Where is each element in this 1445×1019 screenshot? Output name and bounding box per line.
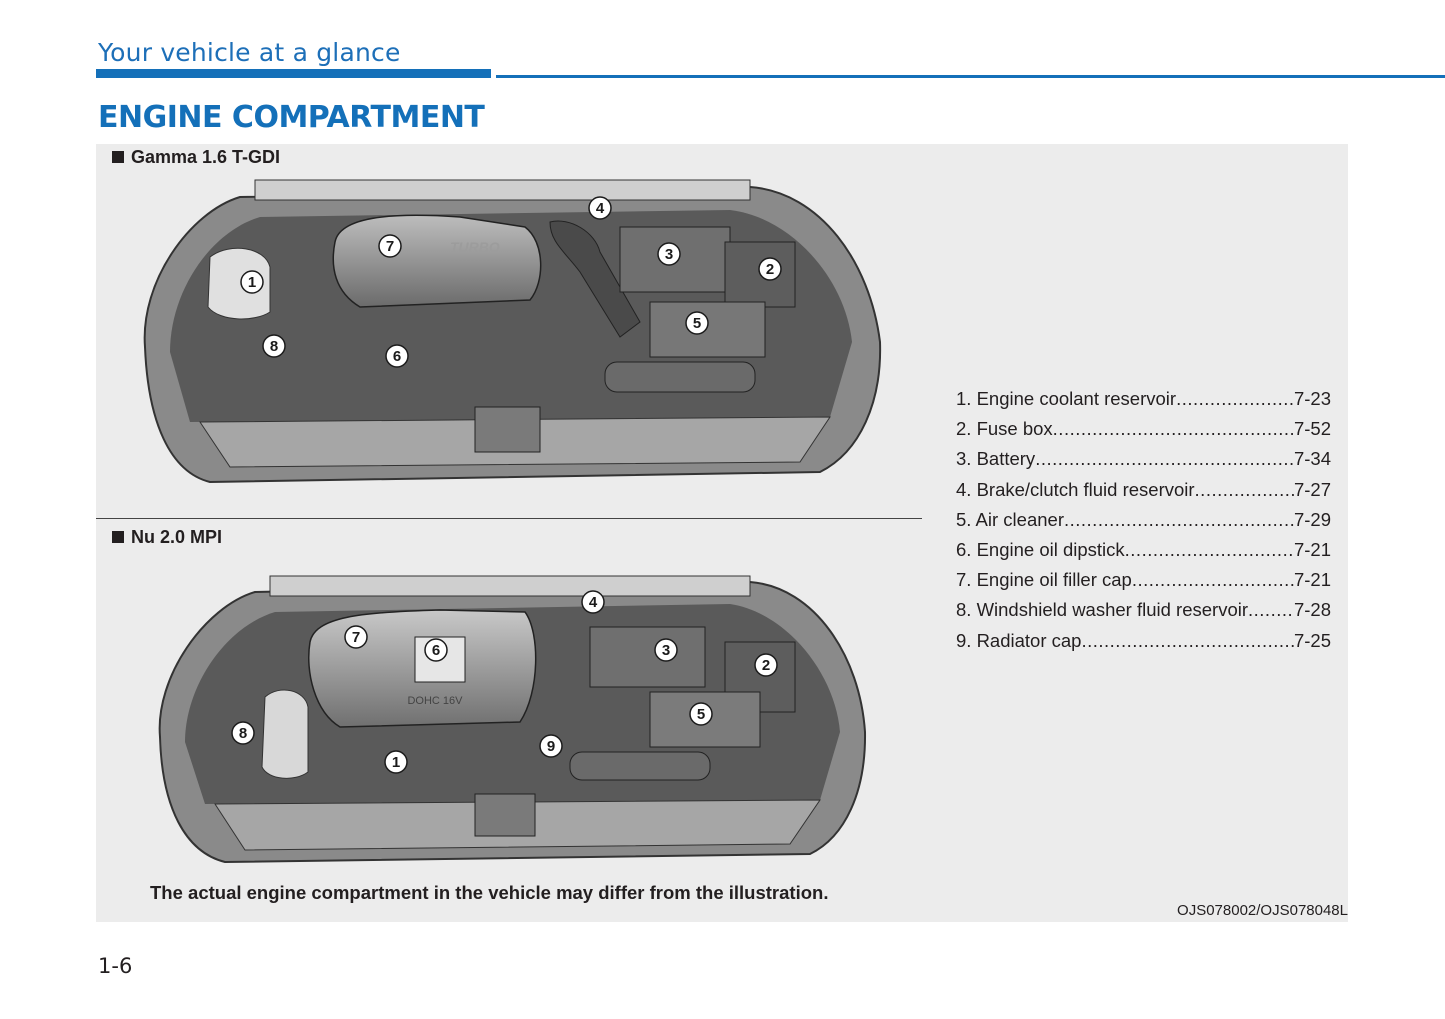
- callout-3: 3: [654, 638, 678, 662]
- engine-label-text: Gamma 1.6 T-GDI: [131, 147, 281, 167]
- image-code: OJS078002/OJS078048L: [1177, 902, 1348, 919]
- legend-item: 2. Fuse box7-52: [956, 414, 1331, 444]
- svg-text:3: 3: [662, 642, 670, 659]
- svg-text:3: 3: [665, 246, 673, 263]
- illustration-footnote: The actual engine compartment in the veh…: [150, 882, 829, 903]
- callout-9: 9: [539, 734, 563, 758]
- svg-text:4: 4: [589, 594, 598, 611]
- page-heading: ENGINE COMPARTMENT: [98, 100, 485, 135]
- callout-5: 5: [685, 311, 709, 335]
- illustration-divider: [96, 518, 922, 519]
- callout-8: 8: [231, 721, 255, 745]
- engine-label-nu: Nu 2.0 MPI: [112, 527, 222, 548]
- engine-illustration-gamma: TURBO 1 2 3 4 5 6 7 8: [143, 179, 882, 484]
- legend-item: 5. Air cleaner7-29: [956, 505, 1331, 535]
- callout-3: 3: [657, 242, 681, 266]
- callout-2: 2: [754, 653, 778, 677]
- svg-text:5: 5: [697, 706, 705, 723]
- page-number: 1-6: [98, 954, 133, 978]
- square-bullet-icon: [112, 531, 124, 543]
- engine-label-gamma: Gamma 1.6 T-GDI: [112, 147, 280, 168]
- callout-6: 6: [385, 344, 409, 368]
- svg-text:8: 8: [270, 338, 278, 355]
- callout-4: 4: [581, 590, 605, 614]
- square-bullet-icon: [112, 151, 124, 163]
- header-rule-thin: [496, 75, 1445, 78]
- engine-cover-text: TURBO: [450, 239, 500, 255]
- legend-item: 8. Windshield washer fluid reservoir7-28: [956, 595, 1331, 625]
- svg-text:1: 1: [392, 754, 400, 771]
- engine-cover-text: DOHC 16V: [407, 695, 463, 707]
- callout-2: 2: [758, 257, 782, 281]
- svg-text:8: 8: [239, 725, 247, 742]
- engine-illustration-nu: DOHC 16V 1 2 3 4 5 6 7 8 9: [158, 575, 867, 864]
- svg-text:1: 1: [248, 274, 256, 291]
- section-title: Your vehicle at a glance: [98, 38, 401, 67]
- legend-item: 4. Brake/clutch fluid reservoir7-27: [956, 475, 1331, 505]
- svg-text:6: 6: [393, 348, 401, 365]
- callout-8: 8: [262, 334, 286, 358]
- callout-7: 7: [344, 625, 368, 649]
- legend-item: 3. Battery7-34: [956, 444, 1331, 474]
- callout-6: 6: [424, 638, 448, 662]
- header-rule-thick: [96, 69, 491, 78]
- callout-1: 1: [384, 750, 408, 774]
- svg-text:4: 4: [596, 200, 605, 217]
- legend-item: 9. Radiator cap7-25: [956, 626, 1331, 656]
- svg-text:9: 9: [547, 738, 555, 755]
- component-legend: 1. Engine coolant reservoir7-23 2. Fuse …: [956, 384, 1331, 656]
- svg-text:2: 2: [762, 657, 770, 674]
- svg-text:2: 2: [766, 261, 774, 278]
- engine-label-text: Nu 2.0 MPI: [131, 527, 223, 547]
- legend-item: 7. Engine oil filler cap7-21: [956, 565, 1331, 595]
- svg-text:5: 5: [693, 315, 701, 332]
- svg-text:7: 7: [386, 238, 394, 255]
- svg-text:6: 6: [432, 642, 440, 659]
- svg-text:7: 7: [352, 629, 360, 646]
- callout-7: 7: [378, 234, 402, 258]
- callout-4: 4: [588, 196, 612, 220]
- legend-item: 1. Engine coolant reservoir7-23: [956, 384, 1331, 414]
- legend-item: 6. Engine oil dipstick7-21: [956, 535, 1331, 565]
- callout-5: 5: [689, 702, 713, 726]
- callout-1: 1: [240, 270, 264, 294]
